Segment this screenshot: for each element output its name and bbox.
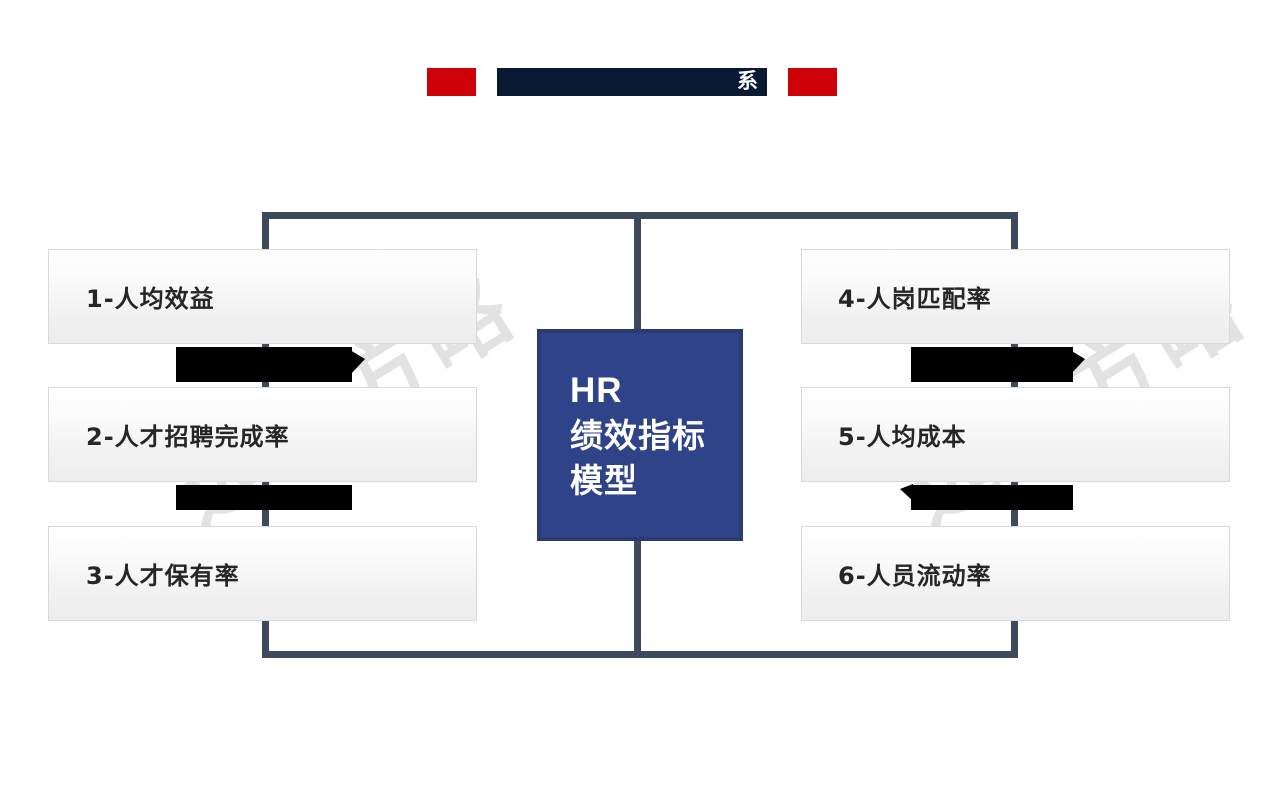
center-hub[interactable]: HR 绩效指标 模型 [537, 329, 743, 541]
hub-line-3: 模型 [570, 460, 638, 500]
metric-label-3: 3-人才保有率 [86, 562, 240, 590]
metric-box-3[interactable]: 3-人才保有率 [48, 526, 477, 621]
hub-line-1: HR [570, 370, 623, 410]
cursor-arrow-icon-left-1 [350, 350, 365, 375]
metric-box-2[interactable]: 2-人才招聘完成率 [48, 387, 477, 482]
redaction-bar-right-1 [911, 347, 1073, 382]
redaction-bar-left-2 [176, 485, 352, 510]
connector-center-upper [634, 212, 641, 335]
metric-label-1: 1-人均效益 [86, 285, 215, 313]
connector-center-lower [634, 540, 641, 658]
redaction-bar-right-2 [911, 485, 1073, 510]
title-chip-left [427, 68, 476, 96]
metric-label-4: 4-人岗匹配率 [838, 285, 992, 313]
metric-label-5: 5-人均成本 [838, 423, 967, 451]
cursor-arrow-icon-right-2 [900, 484, 913, 501]
hub-line-2: 绩效指标 [570, 415, 706, 455]
metric-label-2: 2-人才招聘完成率 [86, 423, 290, 451]
cursor-arrow-icon-right-1 [1070, 350, 1085, 375]
metric-label-6: 6-人员流动率 [838, 562, 992, 590]
title-chip-right [788, 68, 837, 96]
metric-box-6[interactable]: 6-人员流动率 [801, 526, 1230, 621]
title-gap-left [476, 68, 497, 96]
title-gap-right [767, 68, 788, 96]
slide-title-bar: 系 [427, 68, 837, 96]
page-title: 系 [497, 68, 767, 96]
redaction-bar-left-1 [176, 347, 352, 382]
metric-box-4[interactable]: 4-人岗匹配率 [801, 249, 1230, 344]
metric-box-1[interactable]: 1-人均效益 [48, 249, 477, 344]
metric-box-5[interactable]: 5-人均成本 [801, 387, 1230, 482]
